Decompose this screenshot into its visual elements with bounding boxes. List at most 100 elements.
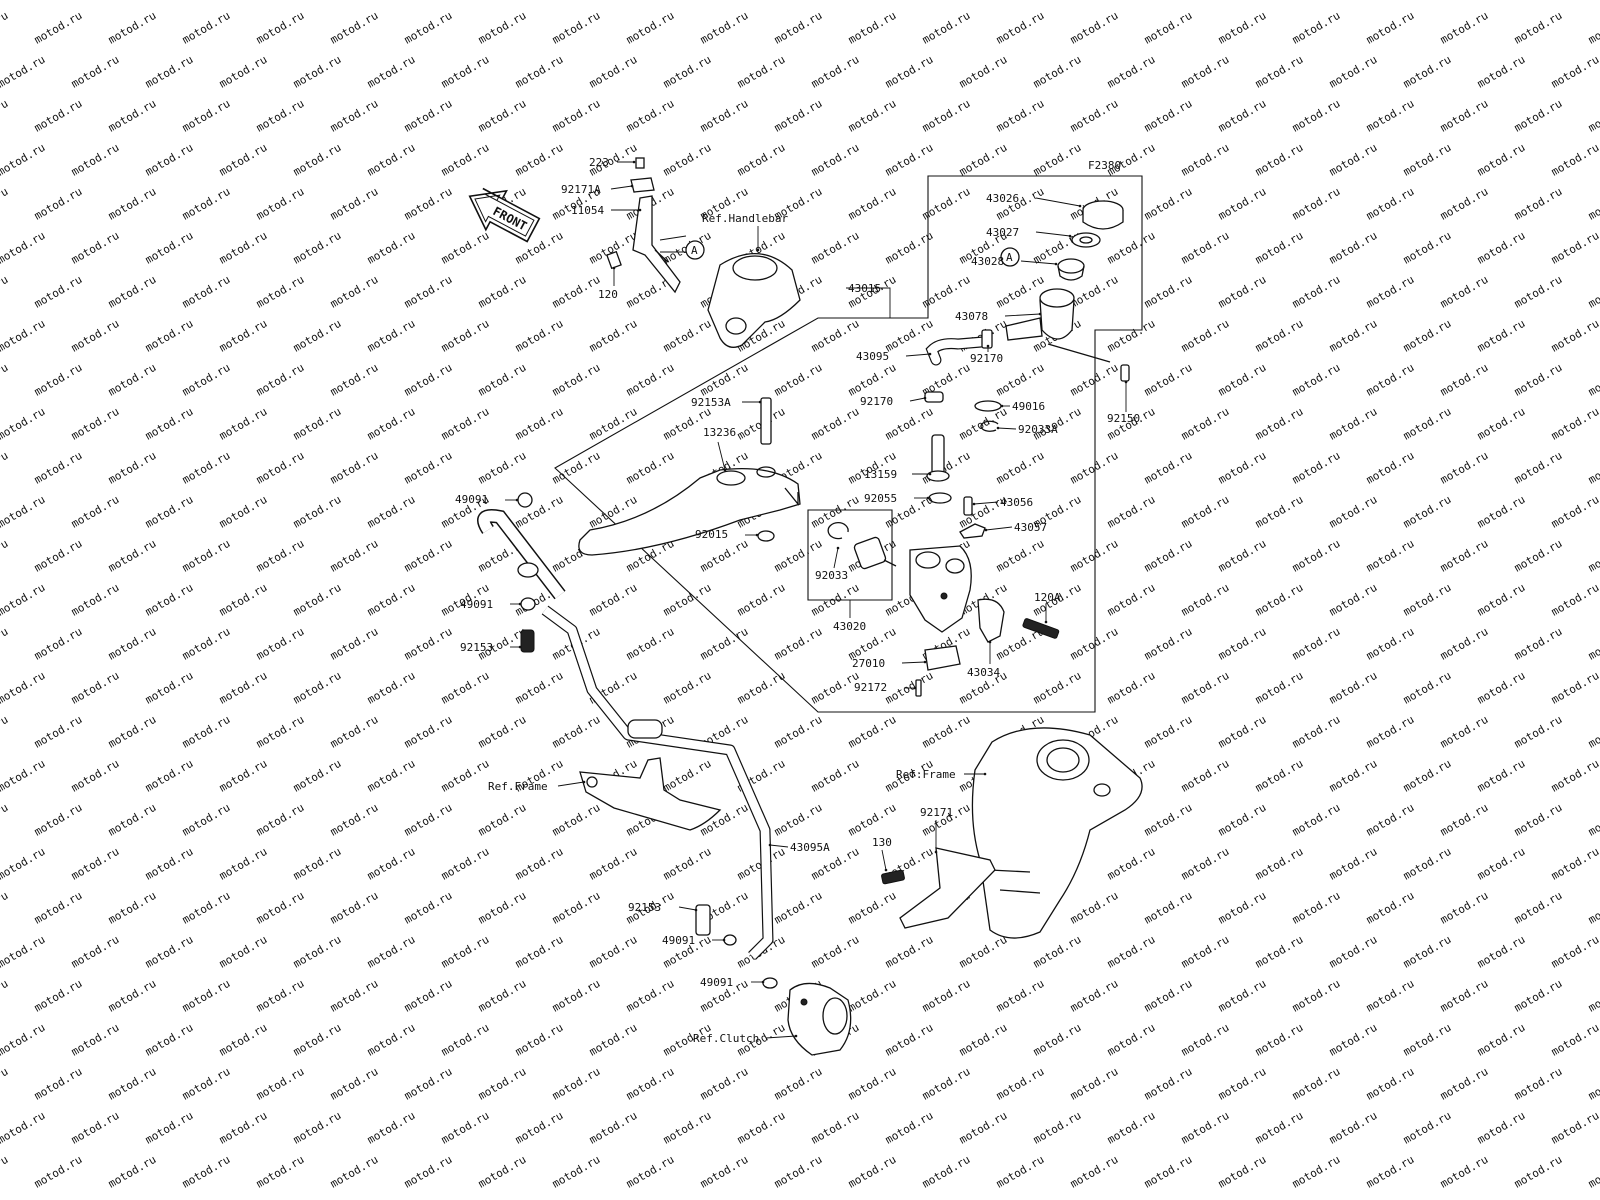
- subassembly-frame: [807, 509, 893, 601]
- watermark-text: motod.ru: [291, 493, 343, 531]
- watermark-text: motod.ru: [439, 229, 491, 267]
- watermark-text: motod.ru: [254, 449, 306, 487]
- watermark-text: motod.ru: [0, 185, 10, 223]
- watermark-text: motod.ru: [180, 1065, 232, 1103]
- watermark-text: motod.ru: [1105, 229, 1157, 267]
- watermark-text: motod.ru: [69, 493, 121, 531]
- watermark-text: motod.ru: [402, 537, 454, 575]
- watermark-text: motod.ru: [254, 625, 306, 663]
- leader-line: [905, 353, 931, 357]
- watermark-text: motod.ru: [1549, 53, 1600, 91]
- watermark-text: motod.ru: [1364, 713, 1416, 751]
- watermark-text: motod.ru: [1253, 933, 1305, 971]
- watermark-text: motod.ru: [1253, 669, 1305, 707]
- watermark-text: motod.ru: [846, 1065, 898, 1103]
- leader-dot: [1078, 204, 1082, 208]
- watermark-text: motod.ru: [180, 889, 232, 927]
- watermark-text: motod.ru: [1179, 757, 1231, 795]
- part-label-p120A: 120A: [1034, 591, 1061, 604]
- watermark-text: motod.ru: [328, 537, 380, 575]
- leader-dot: [1000, 404, 1004, 408]
- watermark-text: motod.ru: [1253, 317, 1305, 355]
- watermark-text: motod.ru: [1253, 229, 1305, 267]
- watermark-text: motod.ru: [1216, 1065, 1268, 1103]
- leader-line: [833, 547, 839, 569]
- watermark-text: motod.ru: [1549, 317, 1600, 355]
- watermark-text: motod.ru: [476, 9, 528, 47]
- watermark-text: motod.ru: [1475, 141, 1527, 179]
- watermark-text: motod.ru: [1438, 1065, 1490, 1103]
- watermark-text: motod.ru: [550, 361, 602, 399]
- leader-line: [1035, 231, 1071, 237]
- watermark-text: motod.ru: [0, 889, 10, 927]
- watermark-text: motod.ru: [1586, 1153, 1600, 1191]
- watermark-text: motod.ru: [0, 317, 47, 355]
- watermark-text: motod.ru: [1179, 933, 1231, 971]
- leader-dot: [515, 498, 519, 502]
- watermark-text: motod.ru: [1327, 0, 1379, 3]
- watermark-text: motod.ru: [1364, 273, 1416, 311]
- watermark-text: motod.ru: [365, 1021, 417, 1059]
- watermark-text: motod.ru: [365, 669, 417, 707]
- watermark-text: motod.ru: [1068, 449, 1120, 487]
- watermark-text: motod.ru: [143, 53, 195, 91]
- watermark-text: motod.ru: [1438, 97, 1490, 135]
- watermark-text: motod.ru: [1179, 669, 1231, 707]
- watermark-text: motod.ru: [624, 97, 676, 135]
- watermark-text: motod.ru: [1068, 273, 1120, 311]
- watermark-text: motod.ru: [883, 53, 935, 91]
- leader-dot: [923, 660, 927, 664]
- watermark-text: motod.ru: [217, 493, 269, 531]
- watermark-text: motod.ru: [1327, 493, 1379, 531]
- watermark-text: motod.ru: [994, 97, 1046, 135]
- watermark-text: motod.ru: [624, 1065, 676, 1103]
- leader-dot: [518, 645, 522, 649]
- watermark-text: motod.ru: [550, 801, 602, 839]
- watermark-text: motod.ru: [1549, 1109, 1600, 1147]
- watermark-text: motod.ru: [0, 229, 47, 267]
- watermark-text: motod.ru: [69, 845, 121, 883]
- watermark-text: motod.ru: [291, 757, 343, 795]
- watermark-text: motod.ru: [1512, 977, 1564, 1015]
- watermark-text: motod.ru: [1475, 757, 1527, 795]
- watermark-text: motod.ru: [1475, 845, 1527, 883]
- bushing-49016: [974, 400, 1002, 412]
- watermark-text: motod.ru: [180, 449, 232, 487]
- leader-line: [846, 287, 891, 318]
- watermark-text: motod.ru: [883, 141, 935, 179]
- watermark-text: motod.ru: [550, 97, 602, 135]
- watermark-text: motod.ru: [1068, 977, 1120, 1015]
- watermark-text: motod.ru: [1401, 141, 1453, 179]
- watermark-text: motod.ru: [1512, 537, 1564, 575]
- watermark-text: motod.ru: [661, 0, 713, 3]
- watermark-text: motod.ru: [291, 933, 343, 971]
- watermark-text: motod.ru: [402, 889, 454, 927]
- watermark-text: motod.ru: [365, 405, 417, 443]
- watermark-text: motod.ru: [846, 1153, 898, 1191]
- watermark-text: motod.ru: [217, 141, 269, 179]
- watermark-text: motod.ru: [1364, 801, 1416, 839]
- watermark-text: motod.ru: [32, 625, 84, 663]
- watermark-text: motod.ru: [32, 713, 84, 751]
- watermark-text: motod.ru: [106, 977, 158, 1015]
- leader-line: [769, 844, 789, 848]
- watermark-text: motod.ru: [1031, 1021, 1083, 1059]
- watermark-text: motod.ru: [1475, 669, 1527, 707]
- watermark-text: motod.ru: [587, 845, 639, 883]
- watermark-text: motod.ru: [1327, 581, 1379, 619]
- leader-line: [717, 441, 726, 471]
- watermark-text: motod.ru: [69, 53, 121, 91]
- watermark-text: motod.ru: [143, 845, 195, 883]
- watermark-text: motod.ru: [1401, 757, 1453, 795]
- watermark-text: motod.ru: [1105, 317, 1157, 355]
- watermark-text: motod.ru: [143, 1021, 195, 1059]
- watermark-text: motod.ru: [1179, 229, 1231, 267]
- watermark-text: motod.ru: [1512, 1065, 1564, 1103]
- watermark-text: motod.ru: [402, 977, 454, 1015]
- watermark-text: motod.ru: [587, 317, 639, 355]
- watermark-text: motod.ru: [1216, 273, 1268, 311]
- watermark-text: motod.ru: [513, 669, 565, 707]
- watermark-text: motod.ru: [1327, 317, 1379, 355]
- watermark-text: motod.ru: [1290, 801, 1342, 839]
- watermark-text: motod.ru: [550, 977, 602, 1015]
